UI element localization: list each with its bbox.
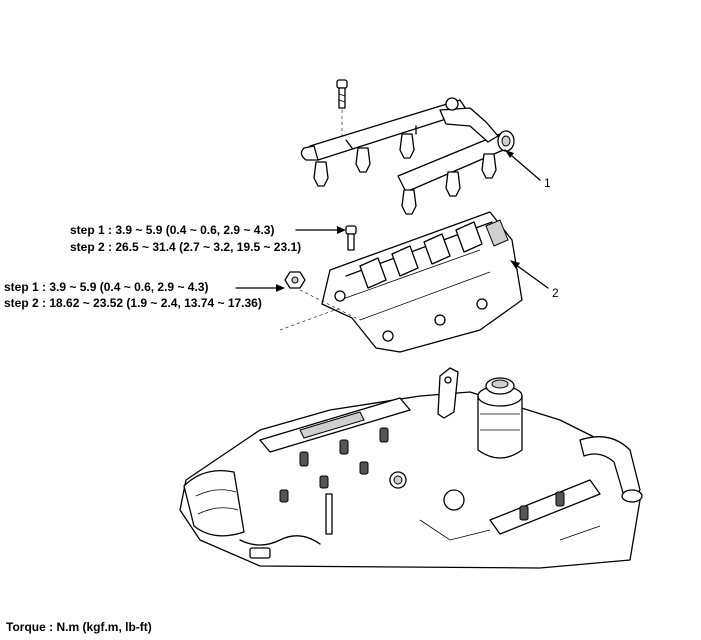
engine-block — [179, 367, 643, 569]
oil-filter-housing — [477, 377, 523, 459]
nut-torque-step2: step 2 : 18.62 ~ 23.52 (1.9 ~ 2.4, 13.74… — [4, 296, 262, 310]
fuel-rail-assembly — [300, 79, 515, 215]
leader-line-2 — [511, 261, 549, 289]
rail-bolt — [336, 79, 348, 109]
manifold-bolt — [345, 225, 357, 251]
nut-arrowhead — [276, 284, 285, 292]
injectors — [313, 133, 497, 215]
nut-torque-step1: step 1 : 3.9 ~ 5.9 (0.4 ~ 0.6, 2.9 ~ 4.3… — [4, 280, 209, 294]
bolt-torque-step1: step 1 : 3.9 ~ 5.9 (0.4 ~ 0.6, 2.9 ~ 4.3… — [70, 223, 275, 237]
manifold-nut — [284, 271, 306, 289]
callout-1: 1 — [544, 176, 551, 190]
callout-2: 2 — [552, 286, 559, 300]
bolt-arrowhead — [337, 226, 346, 234]
arrowhead-1 — [505, 150, 514, 158]
intake-manifold — [321, 211, 523, 353]
torque-units-label: Torque : N.m (kgf.m, lb-ft) — [6, 620, 152, 634]
bolt-torque-step2: step 2 : 26.5 ~ 31.4 (2.7 ~ 3.2, 19.5 ~ … — [70, 240, 302, 254]
arrowhead-2 — [510, 260, 520, 269]
